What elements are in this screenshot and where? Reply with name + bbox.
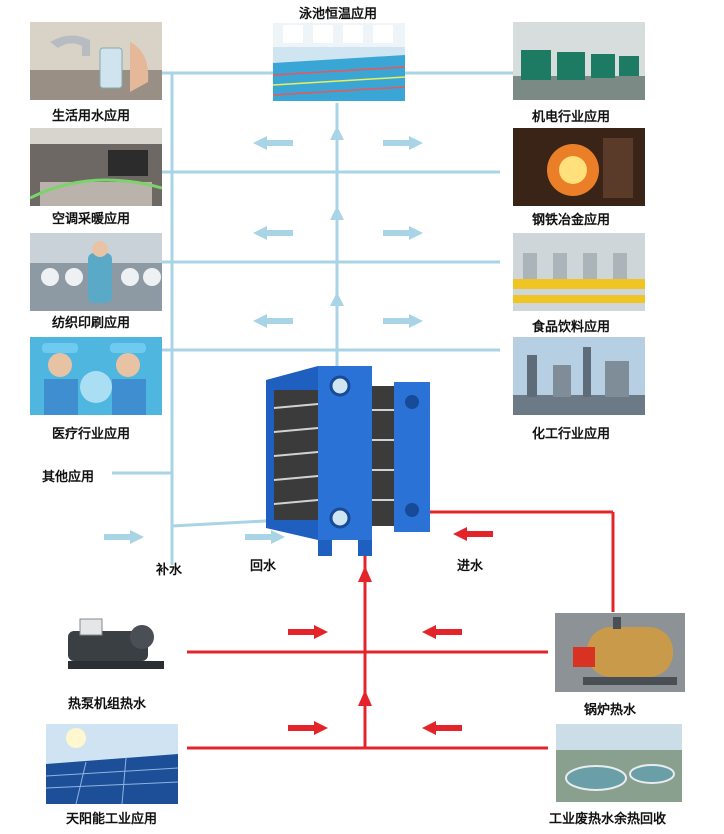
source-label-solar: 天阳能工业应用	[66, 812, 158, 827]
swimming-pool-photo	[273, 23, 405, 101]
right-app-label-2: 钢铁冶金应用	[532, 213, 611, 228]
bottling-line-photo	[513, 233, 645, 311]
left-app-label-2: 空调采暖应用	[52, 212, 131, 227]
plate-heat-exchanger-photo	[258, 360, 438, 560]
hot-flow-arrows	[288, 508, 493, 735]
source-label-heat-pump: 热泵机组热水	[68, 697, 147, 712]
solar-panel-photo	[46, 724, 178, 804]
left-app-label-1: 生活用水应用	[52, 109, 131, 124]
cold-flow-arrows	[104, 126, 423, 544]
source-label-boiler: 锅炉热水	[584, 703, 637, 718]
left-app-label-3: 纺织印刷应用	[52, 316, 131, 331]
pool-app-label: 泳池恒温应用	[298, 7, 378, 22]
right-app-label-3: 食品饮料应用	[532, 320, 611, 335]
right-app-label-1: 机电行业应用	[532, 110, 611, 125]
chemical-plant-photo	[513, 337, 645, 415]
boiler-photo	[555, 613, 685, 692]
inlet-water-label: 进水	[457, 559, 484, 574]
right-app-label-4: 化工行业应用	[532, 427, 611, 442]
left-app-label-4: 医疗行业应用	[52, 427, 131, 442]
generator-room-photo	[513, 22, 645, 100]
textile-factory-photo	[30, 233, 162, 311]
living-room-photo	[30, 128, 162, 206]
return-water-label: 回水	[250, 559, 277, 574]
medical-staff-photo	[30, 337, 162, 415]
steel-furnace-photo	[513, 128, 645, 206]
cold-water-lines	[112, 71, 513, 565]
source-label-waste-heat: 工业废热水余热回收	[549, 812, 667, 827]
heat-pump-unit-photo	[62, 611, 172, 675]
water-treatment-photo	[556, 724, 682, 802]
other-app-label: 其他应用	[42, 470, 95, 485]
makeup-water-label: 补水	[156, 563, 183, 578]
faucet-water-photo	[30, 22, 162, 100]
